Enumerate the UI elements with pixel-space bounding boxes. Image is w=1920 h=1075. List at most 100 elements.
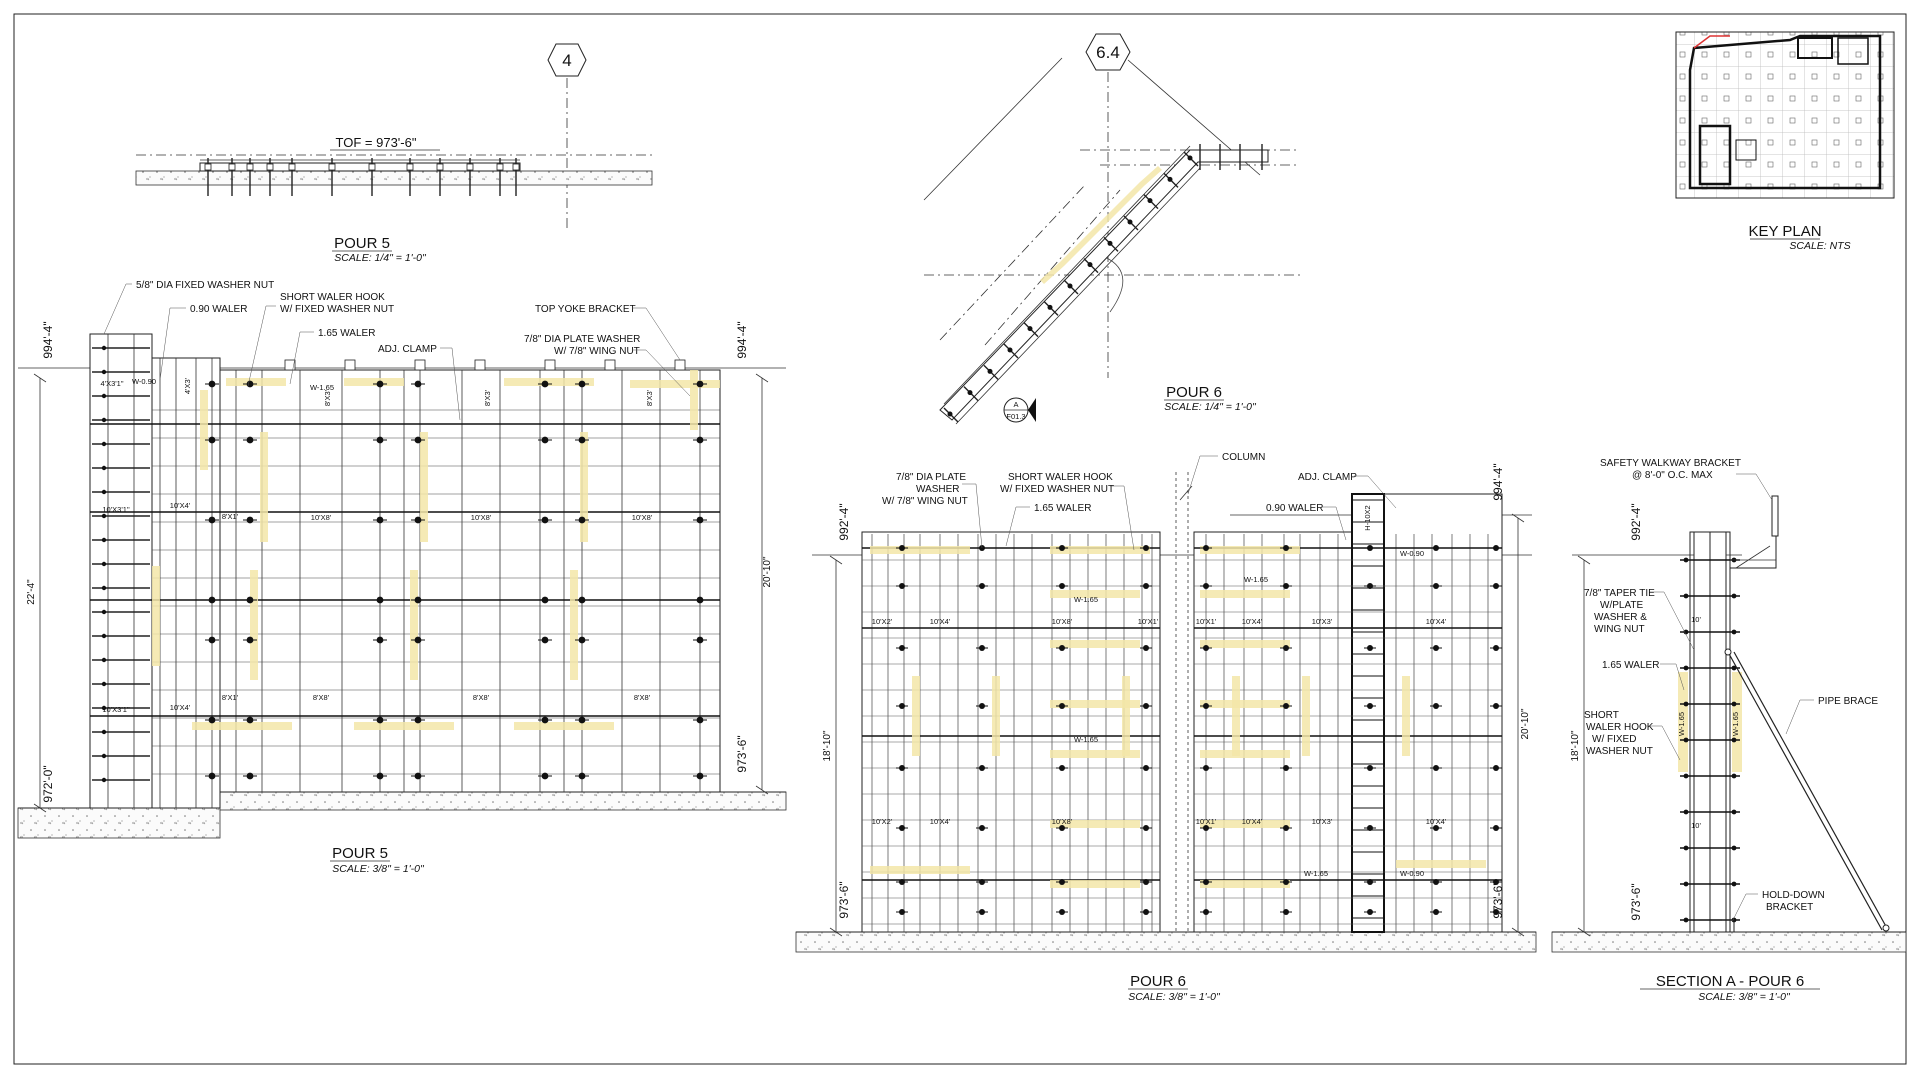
plan-clamp	[288, 163, 296, 171]
sec-callout-taper-4: WING NUT	[1594, 624, 1645, 635]
plan-clamp	[466, 163, 474, 171]
p6-panel-10x3-b: 10'X3'	[1312, 817, 1333, 826]
pour6-plan-title: POUR 6	[1166, 384, 1222, 401]
highlight-waler	[420, 432, 428, 542]
sec-callout-hook-4: WASHER NUT	[1586, 746, 1653, 757]
plan-clamp	[1027, 326, 1033, 332]
p6-waler-165-tag-b: W-1.65	[1074, 735, 1098, 744]
tie-nut	[1683, 557, 1689, 563]
highlight-waler	[690, 370, 698, 430]
plan-clamp	[1107, 240, 1113, 246]
highlight-waler	[200, 390, 208, 470]
sec-panel-10-b: 10'	[1691, 821, 1701, 830]
highlight-waler	[410, 570, 418, 680]
highlight-waler	[570, 570, 578, 680]
tie-nut	[1683, 629, 1689, 635]
pour6-plan: 6.4 A F01.3 POUR 6 SCALE: 1/4" = 1'-0"	[923, 33, 1300, 425]
plan-clamp	[512, 163, 520, 171]
sec-callout-hold-1: HOLD-DOWN	[1762, 890, 1825, 901]
p5-height-left: 22'-4"	[26, 579, 37, 605]
p5-panel-8x3-a: 8'X3'	[323, 389, 332, 406]
highlight-waler	[260, 432, 268, 542]
ladder-bolt	[101, 585, 107, 591]
pour6-elevation: 10'X2' 10'X4' 10'X8' 10'X1' 10'X1' 10'X4…	[795, 452, 1537, 1003]
p6-height-left: 18'-10"	[822, 730, 833, 761]
sec-callout-pipe-brace: PIPE BRACE	[1818, 696, 1878, 707]
plan-clamp	[496, 163, 504, 171]
tie-nut	[1683, 701, 1689, 707]
highlight-waler	[992, 676, 1000, 756]
sec-callout-hook-2: WALER HOOK	[1586, 722, 1654, 733]
ladder-bolt	[101, 345, 107, 351]
tie-nut	[1731, 665, 1737, 671]
p6-callout-short-hook-1: SHORT WALER HOOK	[1008, 472, 1113, 483]
p6-elev-top-right: 994'-4"	[1491, 463, 1505, 500]
sec-callout-walkway-2: @ 8'-0" O.C. MAX	[1632, 470, 1713, 481]
highlight-waler	[504, 378, 594, 386]
p5-panel-10x31-a: 10'X3'1"	[102, 505, 130, 514]
highlight-waler	[1050, 700, 1140, 708]
p5-callout-washer-nut: 5/8" DIA FIXED WASHER NUT	[136, 280, 274, 291]
top-bracket	[604, 359, 616, 371]
p6-panel-10x1-b: 10'X1'	[1196, 617, 1217, 626]
p6-waler-165-tag-d: W-1.65	[1304, 869, 1328, 878]
top-bracket	[414, 359, 426, 371]
highlight-waler	[580, 432, 588, 542]
plan-clamp	[1007, 347, 1013, 353]
grid-bubble-6-4	[1085, 33, 1131, 71]
highlight-waler	[354, 722, 454, 730]
p5-panel-8x3-c: 8'X3'	[645, 389, 654, 406]
p6-callout-plate-2: WASHER	[916, 484, 960, 495]
pour5-elev-scale: SCALE: 3/8" = 1'-0"	[332, 863, 425, 875]
pour6-plan-scale: SCALE: 1/4" = 1'-0"	[1164, 401, 1257, 413]
p5-elev-bottom-right: 973'-6"	[735, 735, 749, 772]
p5-elev-bottom-left: 972'-0"	[41, 765, 55, 802]
p6-waler-165-tag-a: W-1.65	[1074, 595, 1098, 604]
sec-callout-hold-2: BRACKET	[1766, 902, 1813, 913]
sec-panel-10-a: 10'	[1691, 615, 1701, 624]
p5-callout-short-hook-2: W/ FIXED WASHER NUT	[280, 304, 394, 315]
p5-callout-adj-clamp: ADJ. CLAMP	[378, 344, 437, 355]
top-bracket	[674, 359, 686, 371]
highlight-waler	[344, 378, 404, 386]
top-bracket	[544, 359, 556, 371]
p6-panel-10x4-e: 10'X4'	[1242, 817, 1263, 826]
highlight-waler	[152, 566, 160, 666]
highlight-waler	[870, 866, 970, 874]
p5-panel-10x4-a: 10'X4'	[170, 501, 191, 510]
tie-nut	[1731, 629, 1737, 635]
p5-panel-8x1-b: 8'X1'	[222, 512, 239, 521]
p5-callout-plate-washer-2: W/ 7/8" WING NUT	[554, 346, 640, 357]
p6-waler-090-tag-a: W-0.90	[1400, 549, 1424, 558]
p6-panel-10x3-a: 10'X3'	[1312, 617, 1333, 626]
p6-panel-10x8-a: 10'X8'	[1052, 617, 1073, 626]
sec-callout-hook-1: SHORT	[1584, 710, 1619, 721]
sec-callout-taper-2: W/PLATE	[1600, 600, 1643, 611]
highlight-waler	[870, 546, 970, 554]
p5-elev-top-right: 994'-4"	[735, 321, 749, 358]
p5-panel-10x4-b: 10'X4'	[170, 703, 191, 712]
p6-panel-10x4-c: 10'X4'	[1426, 617, 1447, 626]
p5-elev-top-left: 994'-4"	[41, 321, 55, 358]
tie-nut	[1731, 881, 1737, 887]
sec-callout-165-waler: 1.65 WALER	[1602, 660, 1659, 671]
pour6-elev-title: POUR 6	[1130, 973, 1186, 990]
sec-callout-hook-3: W/ FIXED	[1592, 734, 1636, 745]
top-bracket	[344, 359, 356, 371]
sec-waler-165-b: W-1.65	[1731, 712, 1740, 736]
pour5-top-of-footing: TOF = 973'-6"	[336, 135, 417, 150]
sec-elev-top: 992'-4"	[1629, 503, 1643, 540]
highlight-waler	[1232, 676, 1240, 756]
ladder-bolt	[101, 489, 107, 495]
plan-clamp	[266, 163, 274, 171]
tie-nut	[1731, 809, 1737, 815]
plan-clamp	[436, 163, 444, 171]
highlight-waler	[250, 570, 258, 680]
highlight-waler	[1200, 880, 1290, 888]
sec-elev-bottom: 973'-6"	[1629, 883, 1643, 920]
p5-panel-8x8-b: 8'X8'	[473, 693, 490, 702]
p5-panel-10x8-a: 10'X8'	[311, 513, 332, 522]
ladder-bolt	[101, 681, 107, 687]
ladder-bolt	[101, 753, 107, 759]
